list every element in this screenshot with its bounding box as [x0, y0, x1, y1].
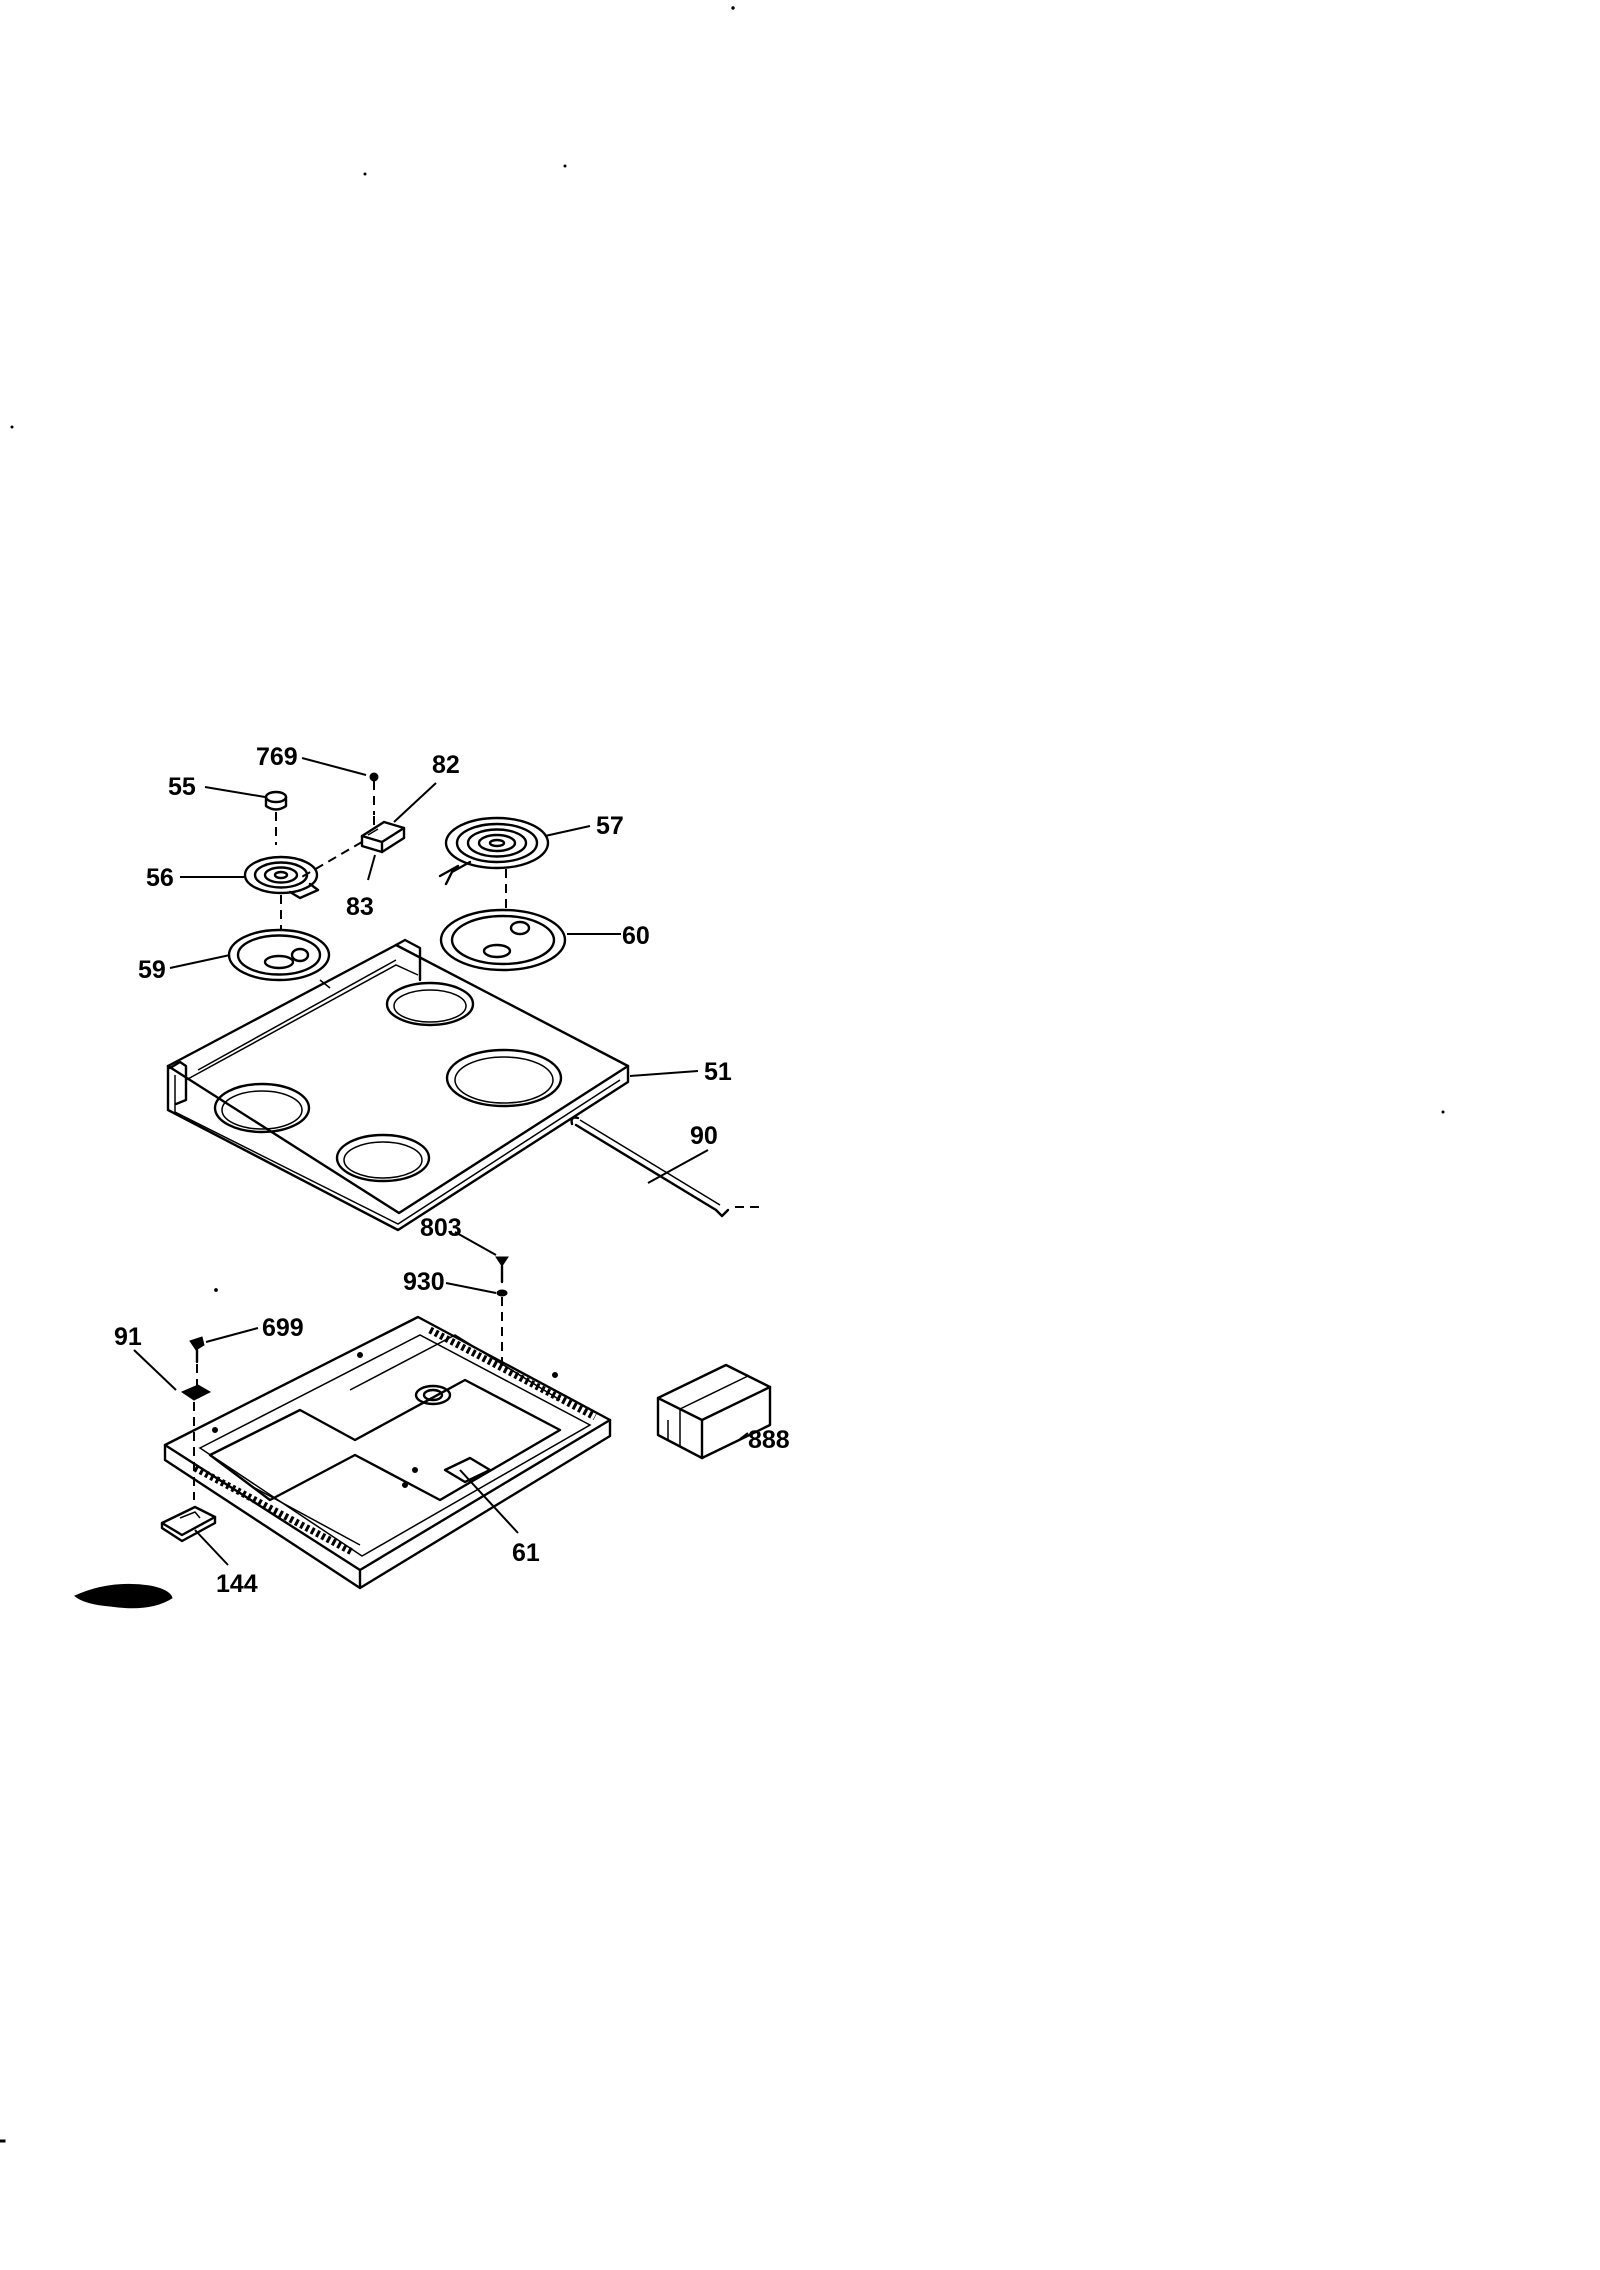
callout-56: 56 — [146, 864, 174, 892]
callout-labels: 769 82 55 57 56 83 59 60 51 90 803 930 9… — [114, 743, 790, 1598]
callout-59: 59 — [138, 956, 166, 984]
part-769-screw — [369, 772, 379, 815]
part-803-screw — [495, 1256, 509, 1370]
part-56-small-element — [243, 855, 320, 930]
part-60-large-drip-pan — [439, 908, 567, 972]
callout-83: 83 — [346, 893, 374, 921]
part-888-kit-box — [656, 1363, 772, 1460]
callout-82: 82 — [432, 751, 460, 779]
callout-769: 769 — [256, 743, 298, 771]
callout-930: 930 — [403, 1268, 445, 1296]
callout-888: 888 — [748, 1426, 790, 1454]
callout-55: 55 — [168, 773, 196, 801]
part-91-clip — [180, 1384, 212, 1500]
part-61-burner-box — [163, 1315, 612, 1590]
part-144-bracket — [160, 1505, 217, 1543]
callout-91: 91 — [114, 1323, 142, 1351]
part-82-terminal-block — [299, 816, 406, 879]
callout-699: 699 — [262, 1314, 304, 1342]
callout-90: 90 — [690, 1122, 718, 1150]
leader-lines — [133, 757, 749, 1566]
part-59-small-drip-pan — [227, 928, 331, 982]
part-51-cooktop — [166, 938, 630, 1232]
scan-specks — [0, 6, 1445, 2143]
part-90-rod — [570, 1116, 760, 1218]
part-699-screw — [189, 1336, 205, 1390]
callout-144: 144 — [216, 1570, 258, 1598]
callout-51: 51 — [704, 1058, 732, 1086]
callout-803: 803 — [420, 1214, 462, 1242]
callout-61: 61 — [512, 1539, 540, 1567]
part-55-cap — [264, 790, 288, 845]
part-57-large-element — [438, 816, 550, 910]
callout-60: 60 — [622, 922, 650, 950]
scan-smudge — [74, 1583, 173, 1609]
callout-57: 57 — [596, 812, 624, 840]
